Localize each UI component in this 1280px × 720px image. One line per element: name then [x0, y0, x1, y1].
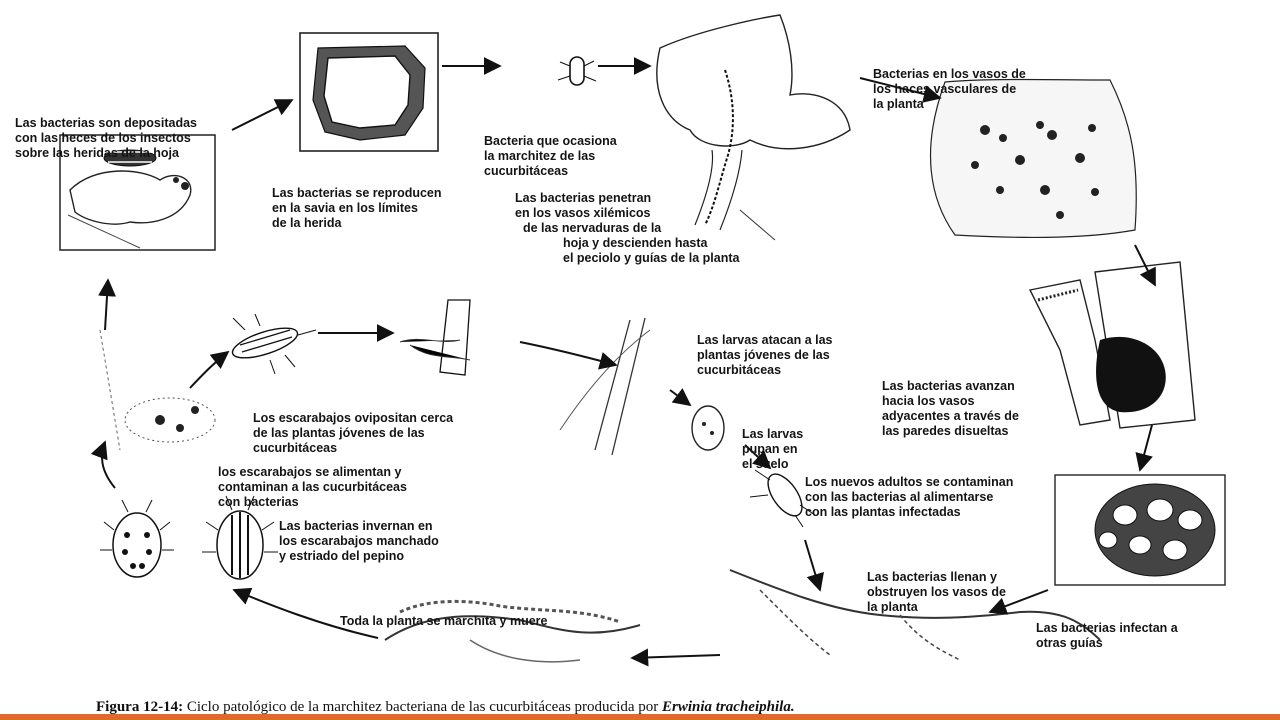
arrow-pupa-to-adult [744, 444, 772, 470]
arrow-vessels-to-longitudinal [1134, 244, 1156, 287]
leaf-beetle-illustration [59, 134, 216, 251]
pupa-illustration [691, 405, 725, 451]
caption-prefix: Figura 12-14: [96, 699, 184, 715]
infected-vine-illustration [729, 569, 1101, 661]
wilted-plant-illustration [384, 599, 641, 663]
arrow-adult-to-vine [804, 539, 824, 592]
leaf-petiole-illustration [656, 14, 851, 241]
caption-species: Erwinia tracheiphila. [662, 699, 795, 715]
arrow-longitudinal-to-clogged [1135, 424, 1153, 472]
arrow-larva-to-pupa [669, 388, 692, 407]
striped-beetle-illustration [202, 495, 278, 580]
arrow-feed-to-oviposit [189, 350, 230, 389]
arrow-wilt-to-beetles [232, 587, 379, 639]
bottom-accent-bar [0, 714, 1280, 720]
arrow-feed-to-deposit [98, 278, 117, 331]
spotted-beetle-illustration [100, 499, 174, 578]
cycle-arrows [90, 57, 1156, 667]
larva-stem-illustration [559, 317, 651, 456]
vascular-section-illustration [929, 78, 1137, 239]
arrow-vine-to-wilt [630, 648, 721, 667]
feeding-seedling-illustration [99, 329, 216, 451]
vessel-longitudinal-illustration [1028, 261, 1196, 429]
bacterium-illustration [557, 56, 597, 86]
arrow-leaf-to-vessels [859, 77, 942, 103]
arrow-clogged-to-vine [988, 589, 1049, 615]
arrow-stem-to-larva [519, 341, 618, 370]
arrow-deposit-to-reproduce [231, 99, 294, 131]
wound-illustration [299, 32, 439, 152]
figure-caption: Figura 12-14: Ciclo patológico de la mar… [96, 699, 795, 716]
arrow-beetles-to-feed [90, 440, 116, 489]
caption-text: Ciclo patológico de la marchitez bacteri… [183, 699, 663, 715]
ovipositing-beetle-illustration [231, 299, 471, 376]
label-wilt: Toda la planta se marchita y muere [340, 614, 548, 628]
clogged-vessels-illustration [1054, 474, 1226, 586]
new-adult-beetle-illustration [749, 469, 816, 528]
